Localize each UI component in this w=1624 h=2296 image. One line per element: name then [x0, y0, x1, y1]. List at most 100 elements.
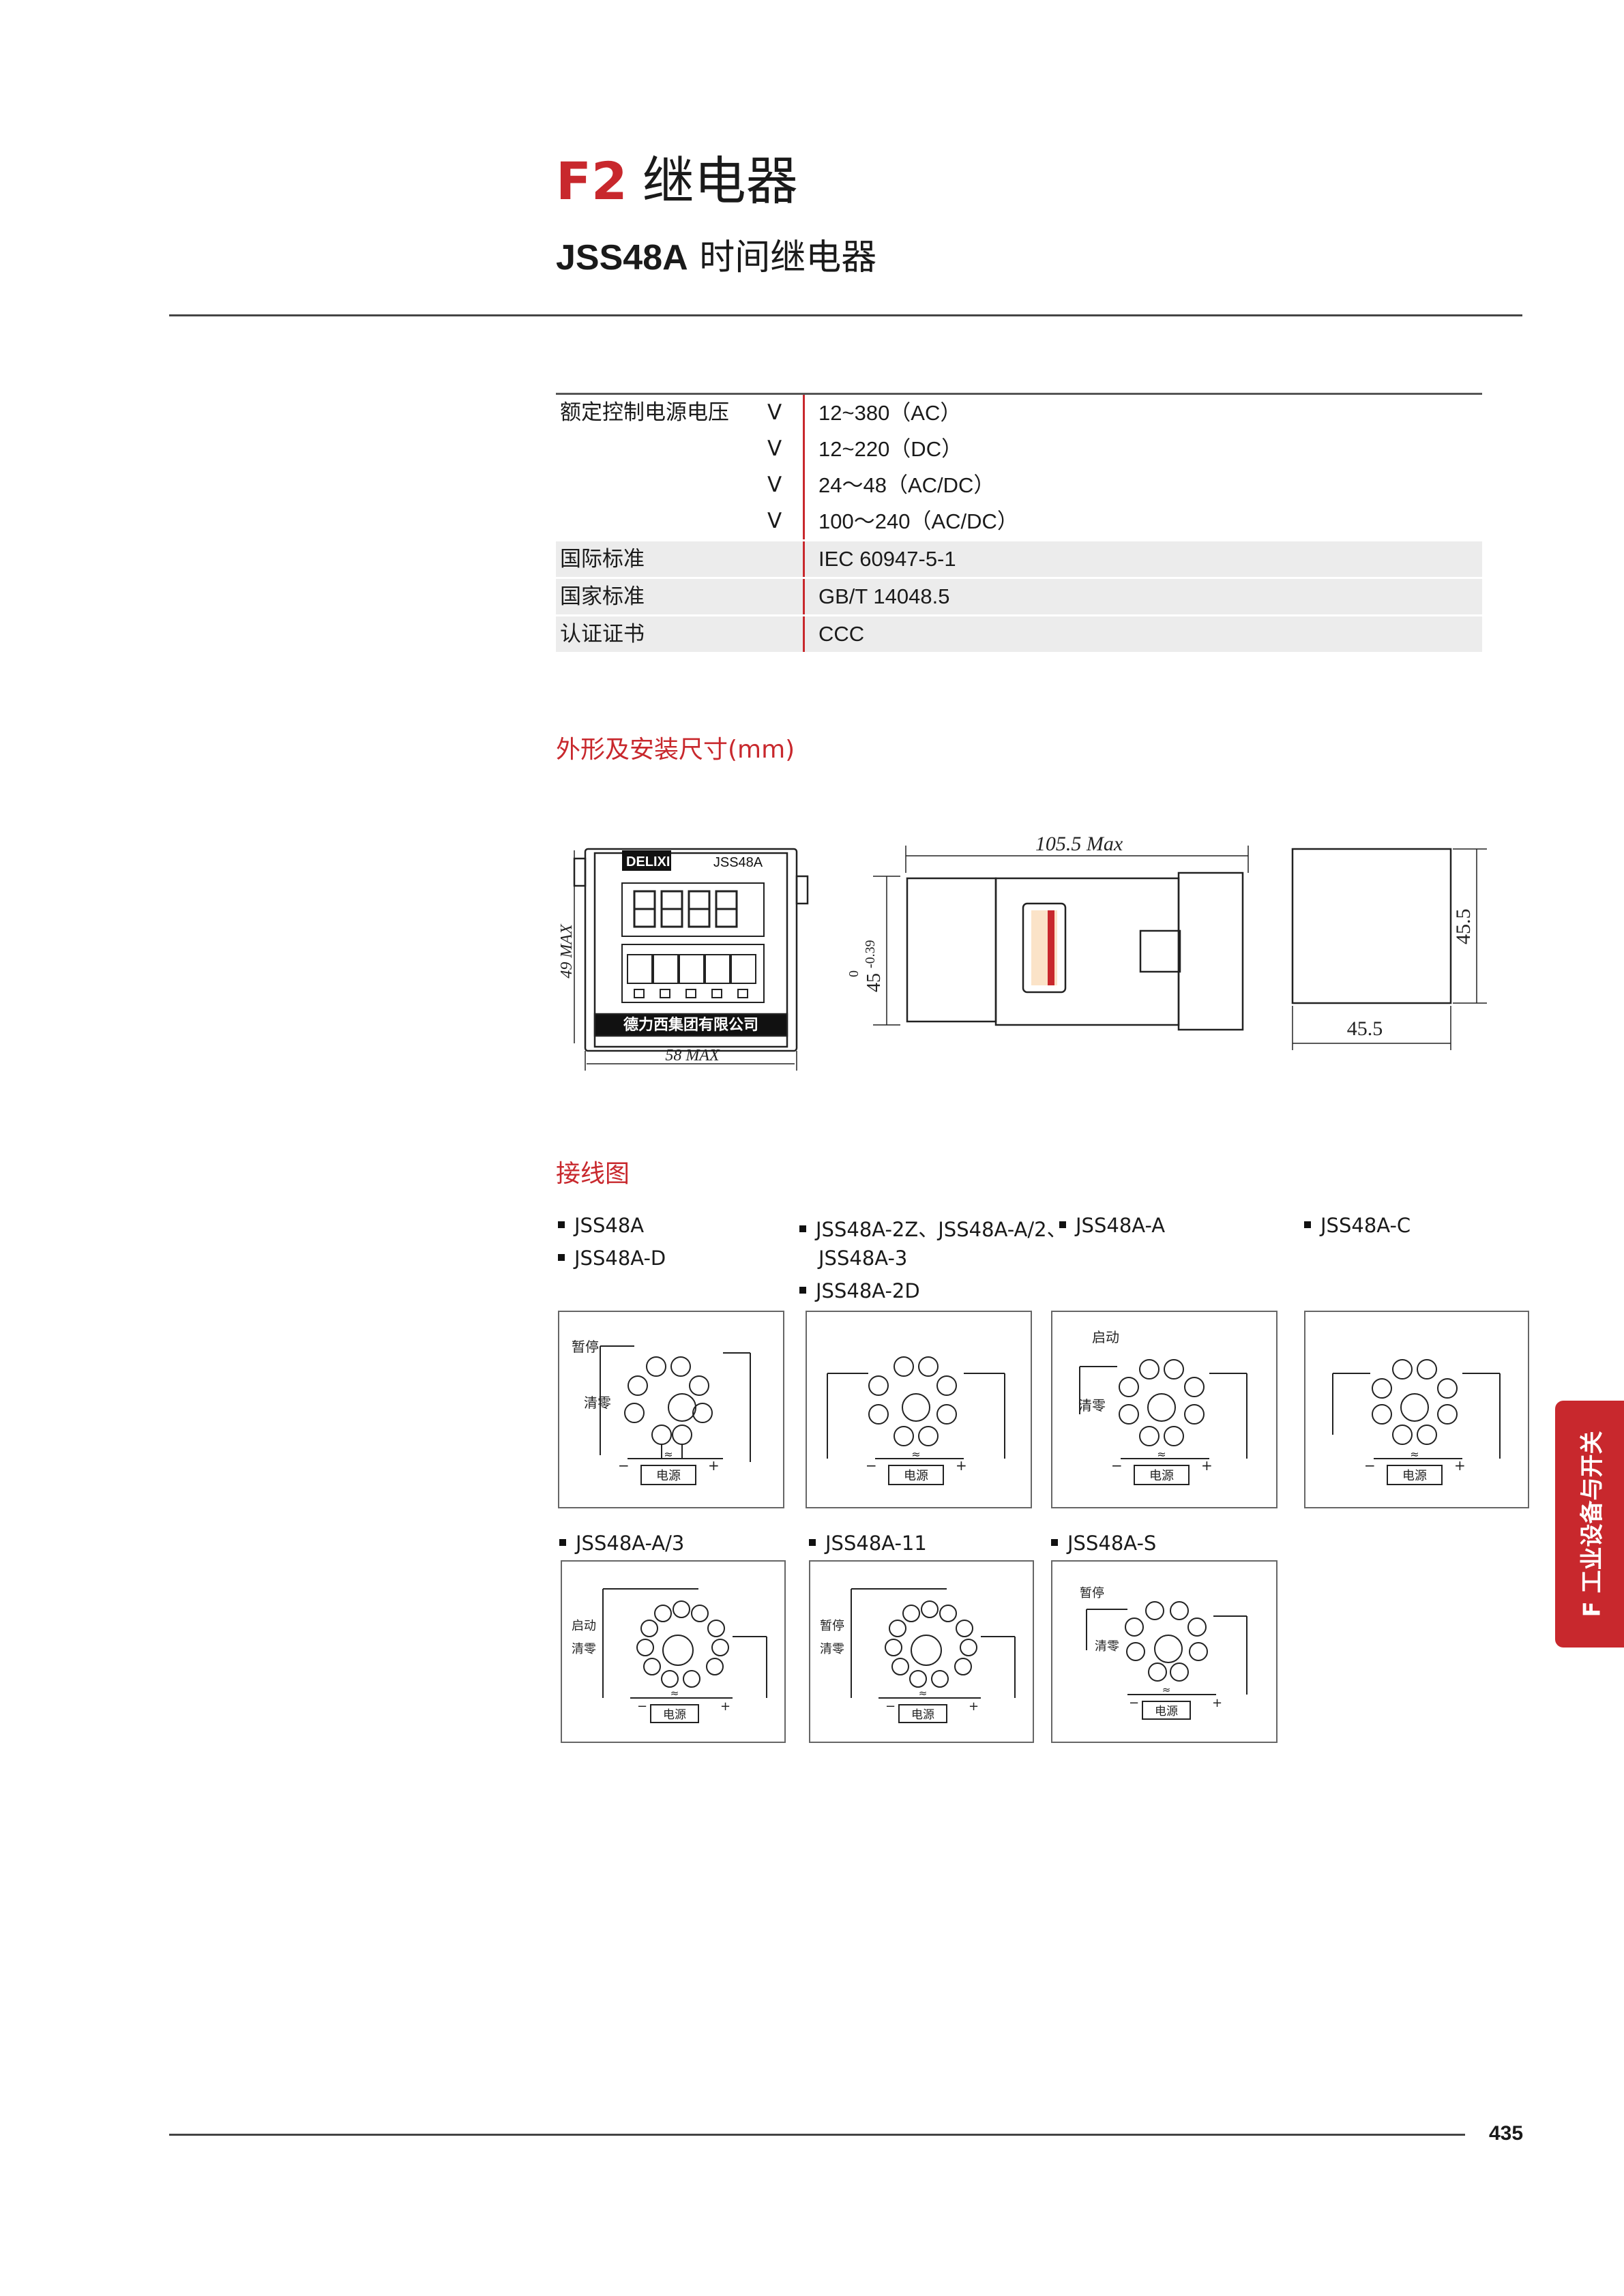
- page-number: 435: [1489, 2122, 1524, 2145]
- start-label: 启动: [572, 1619, 596, 1633]
- power-label: 电源: [1149, 1469, 1174, 1483]
- product-title: JSS48A 时间继电器: [556, 240, 876, 275]
- model-label: JSS48A: [558, 1214, 644, 1237]
- spec-label: 认证证书: [560, 622, 645, 646]
- bullet-icon: [1059, 1221, 1066, 1228]
- bullet-icon: [799, 1287, 806, 1294]
- pause-label: 暂停: [820, 1619, 844, 1633]
- spec-label: 国际标准: [560, 547, 645, 571]
- power-label: 电源: [1402, 1469, 1427, 1483]
- bullet-icon: [558, 1221, 565, 1228]
- minus-symbol: −: [1111, 1457, 1123, 1474]
- minus-symbol: −: [866, 1457, 877, 1474]
- side-view: [873, 846, 1249, 1031]
- spec-table-top-rule: [556, 393, 1482, 395]
- minus-symbol: −: [885, 1699, 896, 1714]
- side-tol-lower: -0.39: [863, 940, 878, 968]
- plus-symbol: +: [956, 1457, 967, 1474]
- model-text: JSS48A-2Z、JSS48A-A/2、: [816, 1218, 1067, 1241]
- spec-value: 24～48（AC/DC）: [818, 473, 995, 497]
- ac-symbol: ≈: [1410, 1448, 1419, 1461]
- spec-value: CCC: [818, 622, 865, 646]
- spec-divider: [803, 431, 805, 467]
- plus-symbol: +: [720, 1699, 730, 1714]
- header-rule: [169, 314, 1522, 316]
- front-footer-text: 德力西集团有限公司: [623, 1016, 758, 1033]
- section-code: F2: [556, 151, 628, 211]
- model-label: JSS48A-A: [1059, 1214, 1165, 1237]
- spec-unit: V: [767, 400, 782, 425]
- front-brand-text: DELIXI: [626, 854, 670, 869]
- spec-unit: V: [767, 473, 782, 497]
- spec-label: 额定控制电源电压: [560, 400, 729, 425]
- model-label: JSS48A-11: [809, 1532, 927, 1555]
- model-text: JSS48A-A: [1076, 1214, 1166, 1237]
- product-model: JSS48A: [556, 238, 688, 278]
- minus-symbol: −: [637, 1699, 647, 1714]
- minus-symbol: −: [618, 1457, 630, 1474]
- clear-label: 清零: [820, 1642, 844, 1656]
- wiring-diagram: 电源 ≈ − +: [806, 1311, 1032, 1508]
- wiring-svg: 电源 ≈ − +: [1332, 1359, 1501, 1485]
- spec-divider: [803, 579, 805, 614]
- ac-symbol: ≈: [1162, 1684, 1171, 1696]
- model-label: JSS48A-C: [1304, 1214, 1411, 1237]
- wiring-diagram: 电源 ≈ − +: [1304, 1311, 1529, 1508]
- clear-label: 清零: [572, 1642, 596, 1656]
- spec-table: 额定控制电源电压 V 12~380（AC） V 12~220（DC） V 24～…: [556, 393, 1482, 652]
- spec-value: 12~220（DC）: [818, 437, 963, 461]
- spec-divider: [803, 467, 805, 503]
- plus-symbol: +: [708, 1457, 720, 1474]
- power-label: 电源: [663, 1708, 686, 1722]
- model-label: JSS48A-S: [1051, 1532, 1156, 1555]
- dimension-drawings: DELIXI JSS48A 德力西集团有限公司 49 MAX 58 MAX 10…: [559, 833, 1487, 1071]
- spec-label: 国家标准: [560, 584, 645, 609]
- footer-rule: [169, 2134, 1465, 2136]
- bullet-icon: [809, 1539, 816, 1546]
- wiring-svg: 电源 ≈ − +: [827, 1356, 1005, 1485]
- model-label: JSS48A-D: [558, 1247, 666, 1270]
- pause-label: 暂停: [1080, 1586, 1104, 1600]
- power-label: 电源: [1155, 1705, 1178, 1718]
- plus-symbol: +: [1201, 1457, 1213, 1474]
- model-text: JSS48A-S: [1067, 1532, 1157, 1555]
- plus-symbol: +: [1212, 1696, 1222, 1710]
- model-label: JSS48A-A/3: [559, 1532, 684, 1555]
- wiring-diagram: 启动 清零 电源 ≈ − +: [1051, 1311, 1278, 1508]
- ac-symbol: ≈: [911, 1448, 920, 1461]
- side-tab-label: F 工业设备与开关: [1578, 1431, 1606, 1617]
- model-text: JSS48A-C: [1320, 1214, 1411, 1237]
- wiring-svg: 暂停 清零 电源 ≈ − +: [820, 1588, 1016, 1723]
- clear-label: 清零: [1095, 1639, 1119, 1654]
- spec-value: GB/T 14048.5: [818, 584, 950, 608]
- plus-symbol: +: [1454, 1457, 1466, 1474]
- model-label: JSS48A-3: [818, 1247, 907, 1270]
- model-text: JSS48A-D: [574, 1247, 666, 1270]
- start-label: 启动: [1092, 1329, 1119, 1345]
- ac-symbol: ≈: [664, 1448, 673, 1461]
- model-text: JSS48A-11: [825, 1532, 927, 1555]
- spec-value: 12~380（AC）: [818, 401, 962, 425]
- bullet-icon: [1304, 1221, 1311, 1228]
- ac-symbol: ≈: [919, 1687, 928, 1699]
- spec-row: V 12~220（DC）: [556, 431, 1482, 467]
- cutout-height-label: 45.5: [1452, 909, 1475, 945]
- section-name: 继电器: [642, 151, 798, 211]
- side-length-label: 105.5 Max: [1035, 833, 1123, 855]
- plus-symbol: +: [969, 1699, 979, 1714]
- spec-divider: [803, 395, 805, 431]
- wiring-diagram: 暂停 清零 电源 ≈ − +: [1051, 1560, 1278, 1743]
- wiring-svg: 启动 清零 电源 ≈ − +: [572, 1588, 767, 1723]
- ac-symbol: ≈: [670, 1687, 679, 1699]
- wiring-diagram: 暂停 清零 电源 ≈ − +: [558, 1311, 784, 1508]
- front-height-label: 49 MAX: [559, 923, 576, 979]
- spec-row: 国际标准 IEC 60947-5-1: [556, 541, 1482, 577]
- dimensions-heading: 外形及安装尺寸(mm): [556, 736, 795, 764]
- wiring-svg: 暂停 清零 电源 ≈ − +: [572, 1339, 751, 1485]
- power-label: 电源: [656, 1469, 681, 1483]
- ac-symbol: ≈: [1157, 1448, 1166, 1461]
- clear-label: 清零: [1078, 1397, 1106, 1414]
- spec-row: V 100～240（AC/DC）: [556, 503, 1482, 539]
- clear-label: 清零: [584, 1395, 611, 1411]
- spec-unit: V: [767, 509, 782, 533]
